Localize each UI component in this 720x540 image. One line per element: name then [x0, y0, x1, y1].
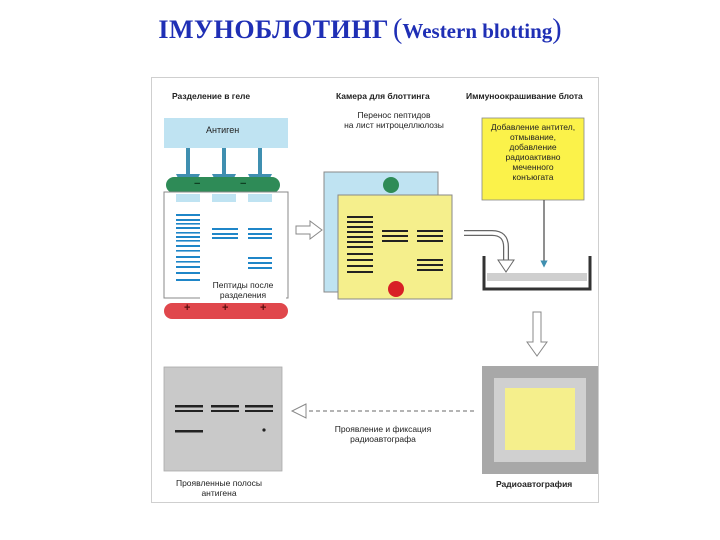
- reagent-callout: [481, 117, 585, 201]
- gel-well: [212, 194, 236, 202]
- developed-film: [163, 366, 283, 472]
- title-subtitle: Western blotting: [402, 19, 553, 43]
- gel-plus-sign: +: [260, 302, 267, 314]
- peptides-caption: Пептиды после разделения: [200, 280, 286, 300]
- antigen-box: [164, 118, 288, 148]
- header-blot-chamber: Камера для блоттинга: [336, 91, 430, 101]
- transfer-caption: Перенос пептидов на лист нитроцеллюлозы: [344, 110, 444, 130]
- developed-bands: [175, 405, 273, 433]
- gel-well: [248, 194, 272, 202]
- title-paren-close: ): [552, 14, 562, 45]
- autoradiography-caption: Радиоавтография: [496, 479, 573, 489]
- page-title: ІМУНОБЛОТИНГ (Western blotting): [0, 14, 720, 46]
- blot-lane-3-bands: [417, 230, 443, 271]
- blot-chamber-panel: [323, 171, 453, 300]
- title-paren-open: (: [393, 14, 403, 45]
- bands-caption: Проявленные полосы антигена: [175, 478, 263, 498]
- immunostain-panel: [464, 117, 592, 291]
- developed-film-panel: [163, 366, 283, 472]
- gel-plus-sign: +: [184, 302, 191, 314]
- staining-tray-liquid: [487, 273, 587, 281]
- staining-tray: [482, 256, 592, 291]
- autoradiography-panel: [482, 366, 598, 474]
- title-main: ІМУНОБЛОТИНГ: [158, 15, 390, 44]
- arrow-film-to-developed-head: [290, 403, 307, 419]
- gel-plus-sign: +: [222, 302, 229, 314]
- gel-minus-sign: −: [240, 178, 247, 190]
- arrow-tray-to-film: [526, 311, 548, 357]
- antigen-label: Антиген: [206, 125, 240, 135]
- gel-lane-1-bands: [176, 214, 200, 281]
- bottom-electrode: [164, 303, 288, 319]
- top-electrode: [166, 177, 280, 193]
- develop-caption: Проявление и фиксация радиоавтографа: [334, 424, 432, 444]
- gel-lane-3-bands: [248, 228, 272, 269]
- blot-lane-1-bands: [347, 216, 373, 273]
- gel-minus-sign: −: [194, 178, 201, 190]
- blot-lane-2-bands: [382, 230, 408, 242]
- arrow-chamber-to-tray-inner: [464, 231, 508, 262]
- gel-well: [176, 194, 200, 202]
- gel-lane-2-bands: [212, 228, 238, 239]
- arrow-chamber-to-tray-head: [497, 259, 515, 273]
- addition-caption: Добавление антител, отмывание, добавлени…: [490, 122, 576, 182]
- arrow-gel-to-chamber: [295, 220, 323, 240]
- autoradiography-membrane: [505, 388, 575, 450]
- header-gel-separation: Разделение в геле: [172, 91, 251, 101]
- header-immunostain: Иммуноокрашивание блота: [466, 91, 583, 101]
- chamber-positive-electrode: [388, 281, 404, 297]
- chamber-negative-electrode: [383, 177, 399, 193]
